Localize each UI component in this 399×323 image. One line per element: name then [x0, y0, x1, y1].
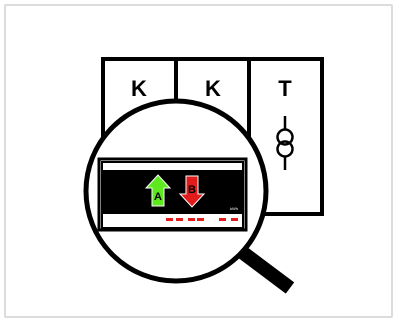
arrow-up-icon: A: [144, 174, 172, 207]
arrow-down-label: B: [188, 184, 196, 196]
led-dash: [188, 218, 195, 221]
transformer-icon: [276, 116, 294, 170]
led-dash: [176, 218, 183, 221]
meter-unit-text: kWh: [230, 206, 238, 211]
arrow-up-label: A: [154, 191, 162, 203]
led-dash: [197, 218, 204, 221]
meter-led-indicators: [166, 218, 238, 221]
arrow-down-icon: B: [178, 175, 206, 208]
meter-illustration: K K T: [83, 57, 324, 294]
led-dash: [166, 218, 173, 221]
meter-display: [101, 172, 244, 212]
cell-label-t: T: [278, 76, 292, 101]
cell-label-k2: K: [205, 76, 221, 101]
energy-meter: A B kWh: [97, 157, 248, 232]
cell-label-k1: K: [131, 76, 147, 101]
meter-top-strip: [101, 161, 244, 172]
led-dash: [219, 218, 226, 221]
led-dash: [231, 218, 238, 221]
illustration-card: K K T: [4, 4, 393, 318]
